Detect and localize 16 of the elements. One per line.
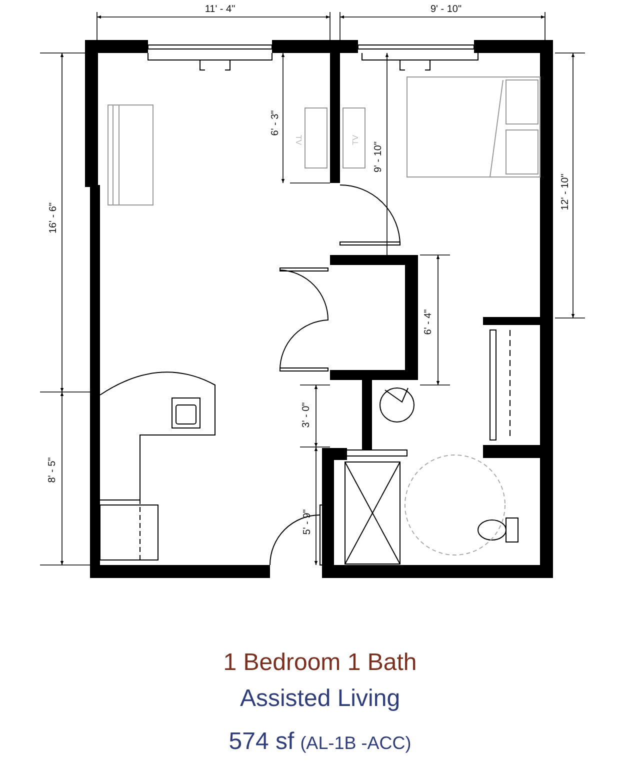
plan-title: 1 Bedroom 1 Bath xyxy=(223,651,417,675)
unit-code: (AL-1B -ACC) xyxy=(300,733,412,753)
dimension-label: 16' - 6" xyxy=(49,202,59,234)
dimension-label: 12' - 10" xyxy=(561,174,571,210)
dimension-label: 5' - 9" xyxy=(303,509,313,535)
plan-subtitle: Assisted Living xyxy=(240,687,400,711)
dimension-label: 9' - 10" xyxy=(430,5,462,15)
dimension-label: 9' - 10" xyxy=(374,141,384,173)
dimension-label: 3' - 0" xyxy=(302,402,312,428)
furniture-label: TV xyxy=(294,134,302,146)
dimension-label: 8' - 5" xyxy=(48,457,58,483)
furniture-label: TV xyxy=(352,134,360,146)
dimension-label: 6' - 3" xyxy=(271,110,281,136)
floor-area: 574 sf xyxy=(228,728,294,755)
dimension-label: 11' - 4" xyxy=(204,5,236,15)
dimension-label: 6' - 4" xyxy=(424,309,434,335)
